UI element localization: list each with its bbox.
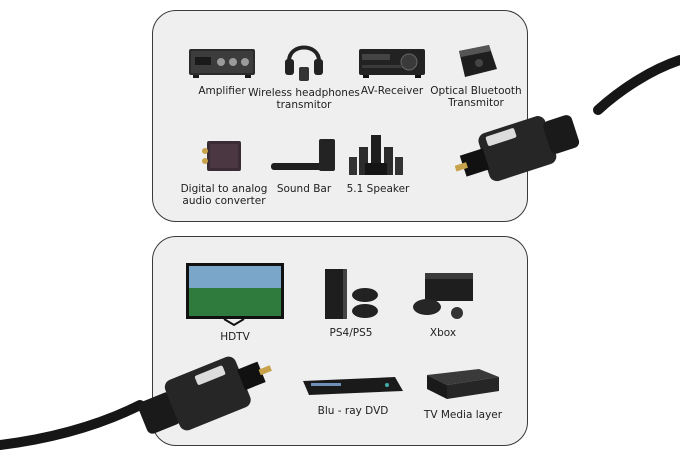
device-label: Sound Bar <box>276 183 332 195</box>
device-av-receiver: AV-Receiver <box>349 45 435 97</box>
device-sound-bar: Sound Bar <box>265 133 343 195</box>
device-label: PS4/PS5 <box>329 327 373 339</box>
optical-connector-top <box>455 115 580 182</box>
source-devices-panel: HDTV PS4/PS5 Xbox Blu - ray DVD <box>152 236 528 446</box>
device-label: Digital to analog audio converter <box>180 183 268 207</box>
device-hdtv: HDTV <box>179 261 291 343</box>
device-label: TV Media layer <box>423 409 503 421</box>
device-label: Amplifier <box>198 85 246 97</box>
device-wireless-headphones: Wireless headphones transmitor <box>245 33 363 111</box>
device-label: HDTV <box>220 331 250 343</box>
device-51-speaker: 5.1 Speaker <box>343 133 413 195</box>
tv-icon <box>186 263 284 327</box>
bluray-player-icon <box>303 377 403 395</box>
soundbar-icon <box>271 139 335 171</box>
dac-converter-icon <box>202 141 241 171</box>
device-amplifier: Amplifier <box>181 45 263 97</box>
bluetooth-transmitter-icon <box>459 45 497 77</box>
amplifier-icon <box>189 49 255 78</box>
output-devices-panel: Amplifier Wireless headphones transmitor… <box>152 10 528 222</box>
device-label: AV-Receiver <box>360 85 424 97</box>
game-console-icon <box>325 269 378 319</box>
headphones-icon <box>285 45 323 81</box>
media-player-icon <box>427 369 499 399</box>
av-receiver-icon <box>359 49 425 78</box>
speaker-system-icon <box>349 135 403 175</box>
device-tv-media-player: TV Media layer <box>415 361 511 421</box>
device-ps4-ps5: PS4/PS5 <box>313 265 389 339</box>
device-label: Xbox <box>429 327 457 339</box>
device-xbox: Xbox <box>401 269 485 339</box>
device-label: Blu - ray DVD <box>317 405 389 417</box>
xbox-console-icon <box>413 273 473 319</box>
device-dac-converter: Digital to analog audio converter <box>177 135 271 207</box>
device-bluray-dvd: Blu - ray DVD <box>295 373 411 417</box>
device-label: Wireless headphones transmitor <box>248 87 360 111</box>
optical-connector-bottom <box>138 356 272 434</box>
device-optical-bluetooth: Optical Bluetooth Transmitor <box>425 41 527 109</box>
device-label: 5.1 Speaker <box>346 183 410 195</box>
device-label: Optical Bluetooth Transmitor <box>430 85 522 109</box>
